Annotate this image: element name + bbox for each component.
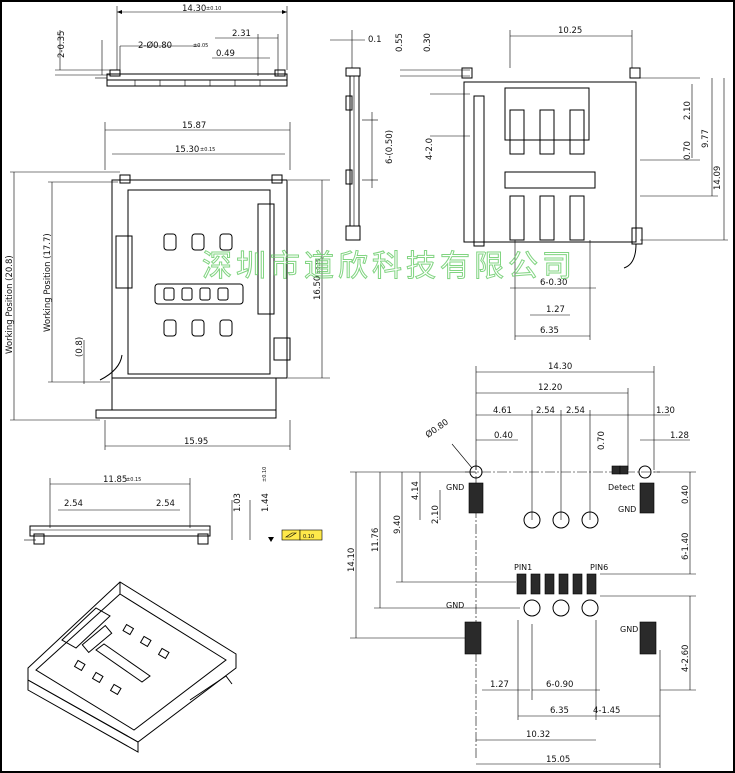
fp-label-gnd-mr: GND bbox=[620, 625, 638, 634]
fp-dim-210: 2.10 bbox=[431, 505, 441, 524]
fp-dim-6-140: 6-1.40 bbox=[681, 533, 691, 560]
fp-dim-254b: 2.54 bbox=[566, 406, 585, 416]
fp-dim-040b: 0.40 bbox=[681, 485, 691, 504]
fp-dim-1430: 14.30 bbox=[548, 362, 572, 372]
fp-dim-461: 4.61 bbox=[493, 406, 512, 416]
iso-view bbox=[27, 581, 237, 753]
fp-dim-414: 4.14 bbox=[411, 481, 421, 500]
fp-label-detect: Detect bbox=[608, 483, 635, 492]
dim-top-holes-tol: ±0.05 bbox=[193, 43, 208, 49]
dim-top-width: 14.30 bbox=[182, 4, 206, 14]
company-watermark: 深圳市道欣科技有限公司 bbox=[202, 249, 576, 284]
fp-dim-254a: 2.54 bbox=[536, 406, 555, 416]
dim-right-127: 1.27 bbox=[546, 305, 565, 315]
fp-label-gnd-tl: GND bbox=[446, 483, 464, 492]
fp-dim-6-090: 6-0.90 bbox=[546, 680, 573, 690]
dim-side-01: 0.1 bbox=[368, 35, 382, 45]
dim-right-070: 0.70 bbox=[683, 141, 693, 160]
side-view-small: 0.1 6-(0.50) bbox=[330, 30, 395, 241]
dim-top-width-tol: ±0.10 bbox=[206, 6, 221, 12]
dim-lower-144-tol: ±0.10 bbox=[262, 467, 268, 482]
fp-label-gnd-tr: GND bbox=[618, 505, 636, 514]
right-view: 0.55 0.30 10.25 2.10 9.77 14.09 0.70 4 bbox=[395, 26, 728, 340]
fp-label-gnd-ml: GND bbox=[446, 601, 464, 610]
dim-front-1650-tol: ±0.15 bbox=[316, 259, 322, 274]
dim-right-6-030: 6-0.30 bbox=[540, 278, 567, 288]
fp-dim-1505: 15.05 bbox=[546, 755, 570, 765]
dim-front-1595: 15.95 bbox=[184, 437, 208, 447]
fp-dim-hole: Ø0.80 bbox=[423, 417, 450, 441]
top-view: 14.30 ±0.10 2-0.35 2.31 2-Ø0.80 ±0.05 0.… bbox=[55, 4, 288, 87]
dim-right-1409: 14.09 bbox=[713, 166, 723, 190]
fp-dim-070: 0.70 bbox=[597, 431, 607, 450]
fp-dim-4-260: 4-2.60 bbox=[681, 645, 691, 672]
fp-label-pin6: PIN6 bbox=[590, 563, 608, 572]
dim-lower-103: 1.03 bbox=[233, 493, 243, 512]
fp-label-pin1: PIN1 bbox=[514, 563, 532, 572]
dim-right-055: 0.55 bbox=[395, 33, 405, 52]
dim-top-holes: 2-Ø0.80 bbox=[138, 40, 172, 51]
fp-dim-940: 9.40 bbox=[393, 515, 403, 534]
dim-front-08: (0.8) bbox=[75, 337, 85, 357]
fp-dim-1410: 14.10 bbox=[347, 548, 357, 572]
fp-dim-1220: 12.20 bbox=[538, 383, 562, 393]
pcb-footprint: 14.30 12.20 4.61 2.54 2.54 1.30 0.40 0.7… bbox=[347, 362, 696, 768]
dim-right-030: 0.30 bbox=[423, 33, 433, 52]
flatness-value: 0.10 bbox=[303, 534, 314, 540]
dim-front-1650: 16.50 bbox=[313, 276, 323, 300]
dim-lower-144: 1.44 bbox=[261, 493, 271, 512]
dim-working-17-7: Working Position (17.7) bbox=[43, 233, 53, 332]
dim-top-035: 2-0.35 bbox=[57, 31, 67, 58]
fp-dim-130: 1.30 bbox=[656, 406, 675, 416]
dim-side-6-050: 6-(0.50) bbox=[385, 130, 395, 164]
fp-dim-4-145: 4-1.45 bbox=[593, 706, 620, 716]
dim-working-20-8: Working Position (20.8) bbox=[5, 255, 15, 354]
dim-top-231: 2.31 bbox=[232, 29, 251, 39]
fp-dim-128: 1.28 bbox=[670, 431, 689, 441]
dim-front-1530-tol: ±0.15 bbox=[200, 147, 215, 153]
fp-dim-127: 1.27 bbox=[490, 680, 509, 690]
dim-front-1530: 15.30 bbox=[175, 145, 199, 155]
dim-lower-1185-tol: ±0.15 bbox=[126, 477, 141, 483]
lower-side-view: 11.85 ±0.15 2.54 2.54 1.03 1.44 ±0.10 0.… bbox=[24, 467, 323, 545]
dim-right-4-20: 4-2.0 bbox=[425, 138, 435, 160]
dim-lower-254b: 2.54 bbox=[156, 499, 175, 509]
front-view: 15.87 15.30 ±0.15 Working Position (20.8… bbox=[5, 121, 330, 450]
fp-dim-1032: 10.32 bbox=[526, 730, 550, 740]
dim-right-210: 2.10 bbox=[683, 101, 693, 120]
dim-front-1587: 15.87 bbox=[182, 121, 206, 131]
fp-dim-040a: 0.40 bbox=[494, 431, 513, 441]
dim-right-1025: 10.25 bbox=[558, 26, 582, 36]
fp-dim-635: 6.35 bbox=[550, 706, 569, 716]
dim-top-049: 0.49 bbox=[216, 49, 235, 59]
fp-dim-1176: 11.76 bbox=[371, 528, 381, 552]
dim-lower-254a: 2.54 bbox=[64, 499, 83, 509]
dim-right-635: 6.35 bbox=[540, 326, 559, 336]
dim-right-977: 9.77 bbox=[701, 129, 711, 148]
dim-lower-1185: 11.85 bbox=[103, 475, 127, 485]
